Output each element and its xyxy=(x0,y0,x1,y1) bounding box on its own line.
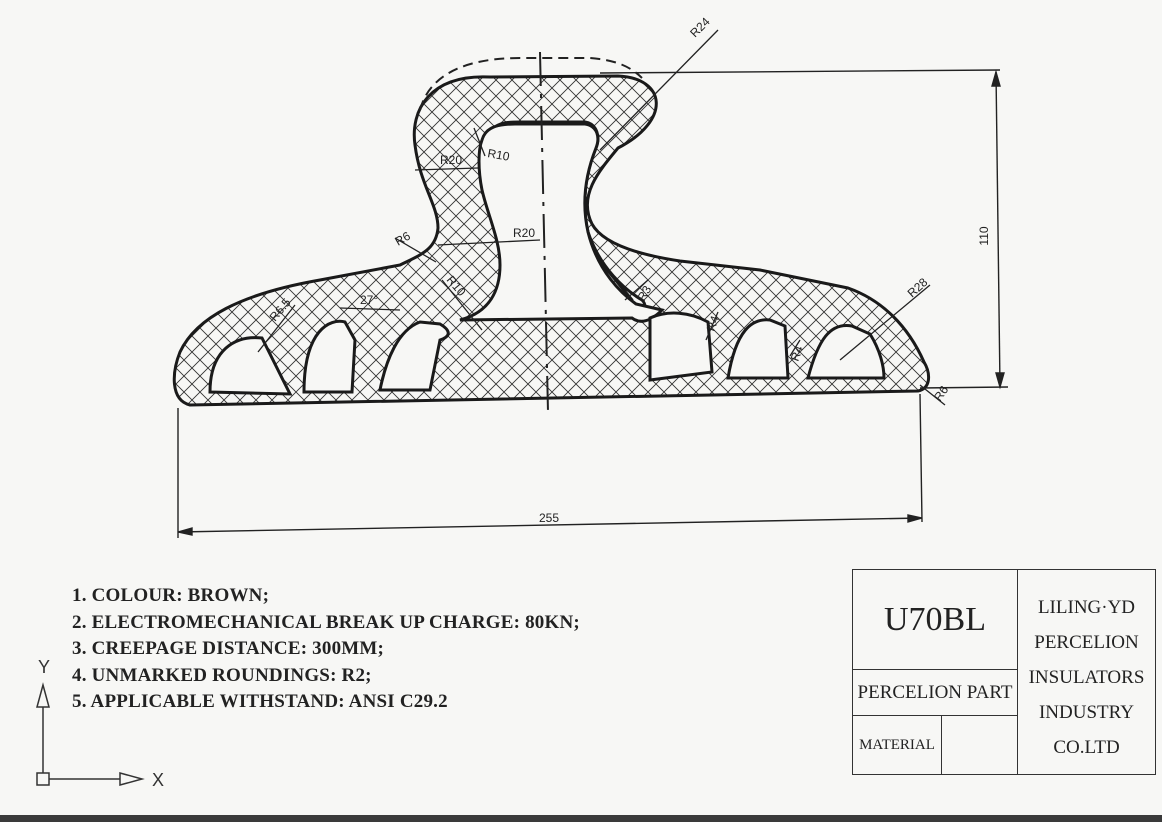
radius-leaders xyxy=(257,29,946,406)
radius-label-r20-neck: R20 xyxy=(513,226,535,240)
company-line-2: PERCELION xyxy=(1034,632,1139,653)
company-line-5: CO.LTD xyxy=(1053,737,1120,758)
right-shed-cutout-1 xyxy=(648,311,714,382)
width-dimension-label: 255 xyxy=(539,511,559,525)
drawing-notes: 1. COLOUR: BROWN; 2. ELECTROMECHANICAL B… xyxy=(72,583,580,716)
company-line-3: INSULATORS xyxy=(1028,667,1145,688)
note-break-up-charge: 2. ELECTROMECHANICAL BREAK UP CHARGE: 80… xyxy=(72,611,580,633)
left-shed-cutout-1 xyxy=(208,336,293,396)
right-shed-cutout-2 xyxy=(726,318,790,380)
title-block: U70BL PERCELION PART MATERIAL LILING·YD … xyxy=(852,569,1156,775)
ucs-origin-box xyxy=(36,772,50,786)
radius-label-r24: R24 xyxy=(687,14,713,40)
left-sheds xyxy=(208,319,450,396)
radius-label-r20-left: R20 xyxy=(440,153,462,167)
company-line-1: LILING·YD xyxy=(1037,597,1136,618)
profile-inner-cavity xyxy=(459,122,665,323)
note-creepage-distance: 3. CREEPAGE DISTANCE: 300MM; xyxy=(72,638,385,659)
radius-label-r3: R3 xyxy=(634,283,654,304)
ucs-x-label: X xyxy=(152,770,164,790)
width-dimension xyxy=(177,393,923,538)
height-dimension-label: 110 xyxy=(977,226,991,245)
ucs-axis-icon: Y X xyxy=(36,657,164,790)
note-colour: 1. COLOUR: BROWN; xyxy=(72,585,270,606)
ucs-x-arrow xyxy=(119,772,145,786)
height-dimension xyxy=(599,69,1009,390)
scan-bottom-edge xyxy=(0,815,1162,822)
top-dashed-arc xyxy=(419,57,643,111)
radius-label-r4-1: R4 xyxy=(704,314,723,334)
company-name: LILING·YD PERCELION INSULATORS INDUSTRY … xyxy=(1018,570,1155,774)
material-value-cell xyxy=(942,716,1018,774)
material-label: MATERIAL xyxy=(853,716,942,774)
company-line-4: INDUSTRY xyxy=(1038,702,1134,723)
radius-label-r28: R28 xyxy=(905,275,931,300)
ucs-y-arrow xyxy=(36,682,50,708)
note-applicable-withstand: 5. APPLICABLE WITHSTAND: ANSI C29.2 xyxy=(72,691,448,712)
left-shed-cutout-2 xyxy=(302,319,357,394)
note-unmarked-roundings: 4. UNMARKED ROUNDINGS: R2; xyxy=(72,664,372,686)
ucs-y-label: Y xyxy=(38,657,50,677)
part-code: U70BL xyxy=(853,570,1018,670)
centerline xyxy=(539,51,549,413)
left-shed-cutout-3 xyxy=(378,320,450,392)
angle-label-27: 27° xyxy=(360,293,378,307)
part-description: PERCELION PART xyxy=(853,670,1018,716)
radius-label-r10-top: R10 xyxy=(486,146,510,164)
radius-label-r4-2: R4 xyxy=(788,344,807,364)
radius-label-r6-bottom: R6 xyxy=(931,383,951,404)
radius-label-r6-neck: R6 xyxy=(393,229,414,249)
right-sheds xyxy=(648,311,886,382)
